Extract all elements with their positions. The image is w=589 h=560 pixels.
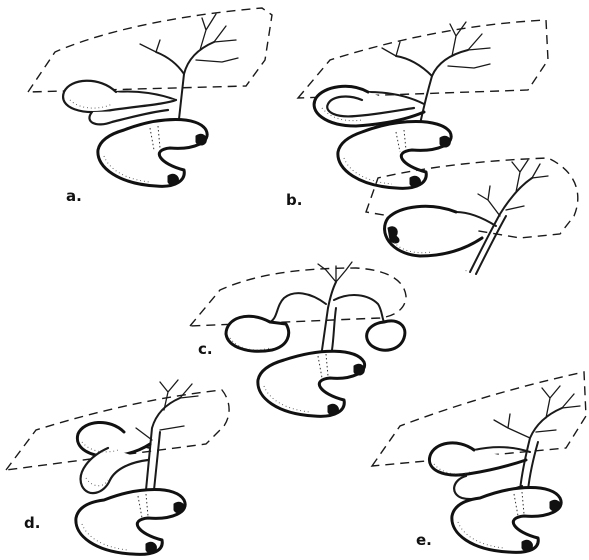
panel-label-d: d. (24, 514, 40, 532)
gallbladder (63, 81, 176, 112)
gallbladder-right (367, 321, 405, 350)
panel-label-c: c. (198, 340, 213, 358)
duodenum (258, 351, 365, 416)
panel-a: a. (28, 8, 272, 205)
panel-label-e: e. (416, 531, 432, 549)
liver-outline (28, 8, 272, 92)
liver-outline (190, 268, 406, 326)
papilla (196, 134, 206, 145)
panel-c: c. (190, 262, 406, 416)
panel-label-b: b. (286, 191, 302, 209)
gallbladder-left (226, 316, 289, 351)
biliary-tree (474, 386, 580, 490)
panel-b: b. (286, 20, 548, 209)
panel-d: d. (6, 380, 229, 554)
duodenum (338, 122, 451, 189)
biliary-tree (456, 160, 548, 274)
panel-label-a: a. (66, 187, 82, 205)
panel-e: e. (372, 372, 586, 552)
duodenum (98, 120, 207, 187)
duodenum (76, 490, 185, 555)
